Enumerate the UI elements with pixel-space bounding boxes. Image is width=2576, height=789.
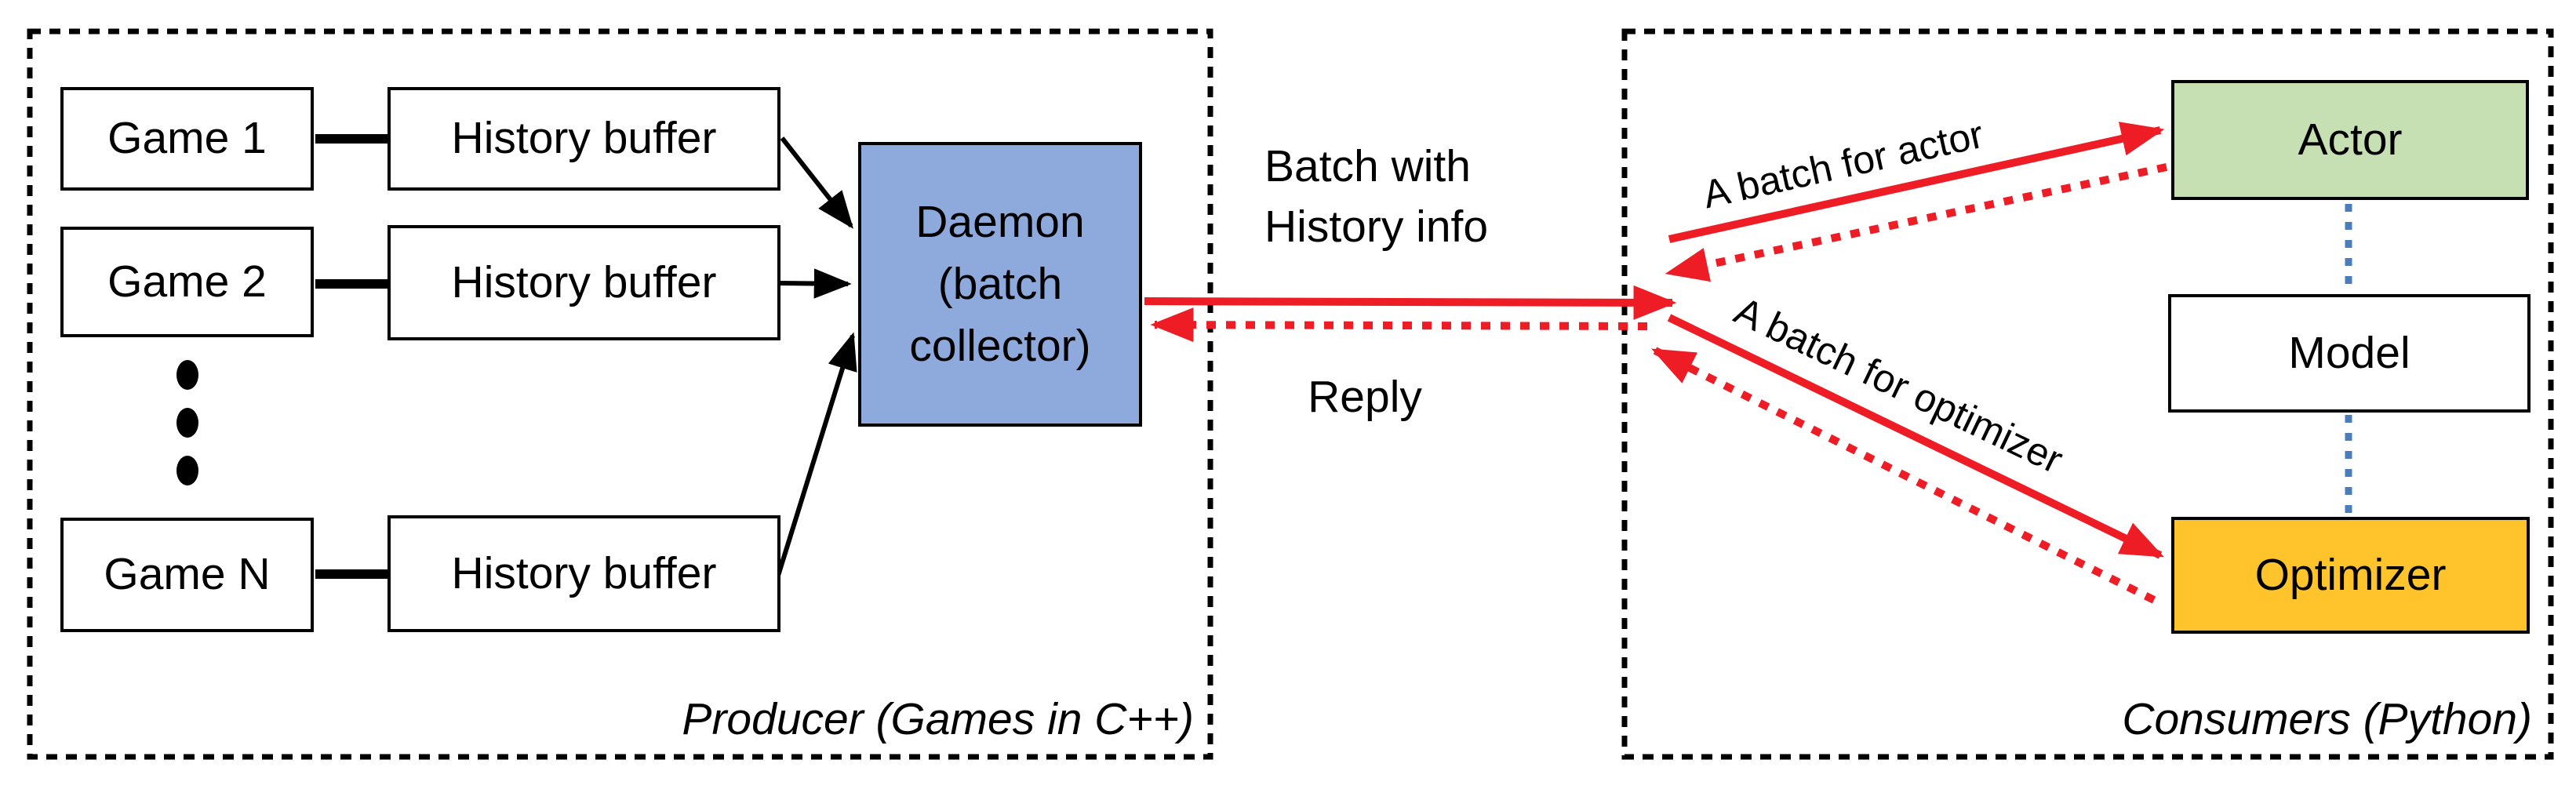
history-buffer-1-box: History buffer: [387, 87, 780, 191]
history-buffer-2-box: History buffer: [387, 225, 780, 340]
daemon-box: Daemon (batch collector): [858, 142, 1142, 427]
batch-request-label-line2: History info: [1264, 202, 1489, 252]
bufferN-to-daemon-arrow: [776, 332, 857, 576]
daemon-label-line3: collector): [909, 321, 1091, 371]
buffer1-to-daemon-arrow: [780, 136, 853, 229]
game-2-box: Game 2: [60, 227, 314, 337]
batch-to-actor-arrow: [1668, 122, 2165, 243]
optimizer-return-arrow: [1651, 347, 2156, 604]
optimizer-box: Optimizer: [2171, 517, 2530, 634]
reply-arrow: [1150, 307, 1648, 343]
batch-request-arrow: [1144, 285, 1677, 320]
ellipsis-dot: [176, 360, 198, 390]
model-box: Model: [2168, 294, 2531, 413]
buffer2-to-daemon-arrow: [777, 268, 852, 299]
producer-region-label: Producer (Games in C++): [682, 694, 1194, 744]
vertical-ellipsis: [176, 360, 198, 485]
batch-request-label-line1: Batch with: [1264, 141, 1471, 191]
actor-return-arrow: [1665, 163, 2168, 282]
reply-label: Reply: [1308, 372, 1422, 422]
daemon-label-line1: Daemon: [915, 197, 1085, 247]
game-1-box: Game 1: [60, 87, 314, 191]
game-n-box: Game N: [60, 518, 314, 632]
consumers-region-label: Consumers (Python): [2122, 694, 2532, 744]
producer-region-border: [27, 28, 1213, 760]
batch-request-label: Batch with History info: [1264, 136, 1488, 257]
actor-box: Actor: [2171, 80, 2529, 200]
history-buffer-n-box: History buffer: [387, 515, 780, 632]
ellipsis-dot: [176, 456, 198, 485]
ellipsis-dot: [176, 408, 198, 438]
batch-to-optimizer-arrow: [1667, 314, 2164, 559]
daemon-label-line2: (batch: [937, 259, 1063, 309]
